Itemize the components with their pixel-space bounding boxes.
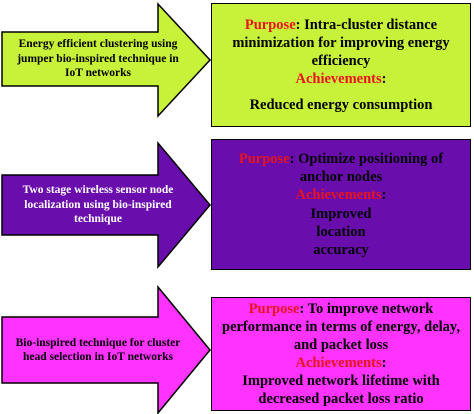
- arrow-3-text: Bio-inspired technique for cluster head …: [8, 319, 188, 381]
- purpose-label-3: Purpose: [248, 300, 300, 317]
- info-box-1: Purpose: Intra-cluster distance minimiza…: [211, 3, 471, 127]
- arrow-1-shape: [1, 2, 212, 118]
- purpose-line-3: Purpose: To improve network performance …: [218, 300, 464, 354]
- purpose-label-2: Purpose: [238, 151, 290, 168]
- achievements-text-2: Improved location accuracy: [310, 205, 372, 258]
- purpose-text-1: : Intra-cluster distance minimization fo…: [232, 16, 450, 69]
- achievements-line-3: Achievements:: [295, 354, 386, 372]
- purpose-text-2: : Optimize positioning of anchor nodes: [289, 151, 444, 186]
- achievements-line-2: Achievements:: [295, 186, 386, 204]
- arrow-3-shape: [1, 284, 211, 414]
- achievements-label-2: Achievements: [295, 187, 382, 204]
- achievements-text-1: Reduced energy consumption: [249, 97, 433, 114]
- purpose-line-2: Purpose: Optimize positioning of anchor …: [218, 150, 464, 186]
- achievements-text-3: Improved network lifetime with decreased…: [242, 373, 440, 408]
- achievements-label-3: Achievements: [295, 355, 382, 371]
- arrow-2-label: Two stage wireless sensor node localizat…: [22, 184, 174, 226]
- purpose-text-3: : To improve network performance in term…: [222, 300, 460, 353]
- info-box-3: Purpose: To improve network performance …: [211, 297, 471, 411]
- arrow-3-label: Bio-inspired technique for cluster head …: [15, 336, 181, 363]
- arrow-2-shape: [1, 140, 211, 270]
- purpose-label-1: Purpose: [244, 16, 296, 33]
- arrow-1-text: Energy efficient clustering using jumper…: [8, 34, 188, 84]
- achievements-colon-1: :: [381, 71, 387, 88]
- arrow-2-text: Two stage wireless sensor node localizat…: [8, 177, 188, 233]
- arrow-1-label: Energy efficient clustering using jumper…: [17, 38, 179, 80]
- purpose-line-1: Purpose: Intra-cluster distance minimiza…: [218, 16, 464, 70]
- achievements-colon-3: :: [381, 355, 387, 371]
- achievements-line-1: Achievements:: [295, 70, 386, 88]
- info-box-2: Purpose: Optimize positioning of anchor …: [211, 139, 471, 270]
- achievements-colon-2: :: [381, 187, 387, 204]
- achievements-label-1: Achievements: [295, 71, 382, 88]
